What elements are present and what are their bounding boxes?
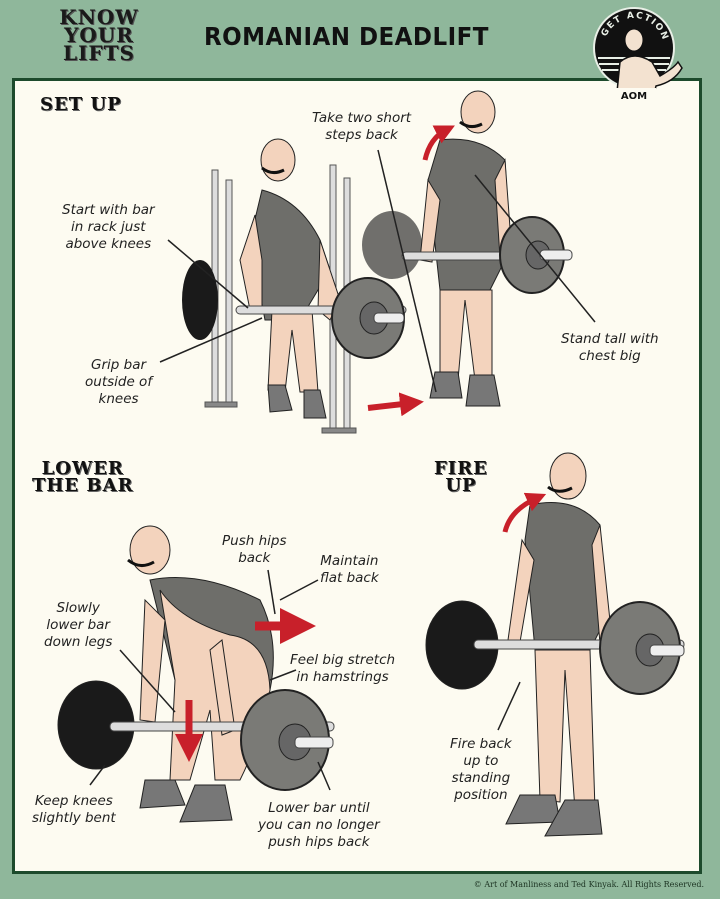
caption-keep-knees-bent: Keep knees slightly bent [32,793,116,827]
caption-line: lower bar [46,617,110,633]
caption-stand-tall: Stand tall with chest big [561,331,659,365]
caption-start-with-bar: Start with bar in rack just above knees [62,202,155,253]
header: KNOW YOUR LIFTS ROMANIAN DEADLIFT [0,0,720,78]
section-title-line: THE BAR [32,475,134,496]
caption-line: Push hips [222,533,287,549]
caption-line: in rack just [71,219,146,235]
caption-line: slightly bent [32,810,116,826]
caption-push-hips-back: Push hips back [222,533,287,567]
caption-line: Fire back [450,736,512,752]
section-title-line: SET UP [40,94,122,115]
logo-line: KNOW [59,5,139,29]
caption-fire-back-up: Fire back up to standing position [450,736,512,804]
know-your-lifts-logo: KNOW YOUR LIFTS [40,5,158,65]
caption-line: Take two short [312,110,412,126]
caption-line: knees [98,391,139,407]
caption-line: chest big [578,348,641,364]
section-title-line: UP [445,475,477,496]
caption-line: Maintain [320,553,379,569]
caption-line: you can no longer [258,817,380,833]
caption-feel-big-stretch: Feel big stretch in hamstrings [290,652,395,686]
section-title-line: LOWER [41,458,124,479]
caption-line: standing [451,770,511,786]
caption-line: Slowly [56,600,100,616]
caption-line: down legs [44,634,113,650]
caption-take-two-steps: Take two short steps back [312,110,411,144]
page-title: ROMANIAN DEADLIFT [204,22,489,51]
section-title-lower-the-bar: LOWER THE BAR [32,458,134,496]
caption-line: Feel big stretch [290,652,396,668]
caption-line: Grip bar [91,357,147,373]
caption-line: in hamstrings [296,669,389,685]
section-title-fire-up: FIRE UP [434,458,488,496]
caption-line: Keep knees [34,793,113,809]
caption-line: steps back [325,127,398,143]
caption-line: back [238,550,271,566]
caption-slowly-lower-bar: Slowly lower bar down legs [44,600,112,651]
logo-line: LIFTS [63,41,135,65]
caption-line: position [454,787,508,803]
copyright-notice: © Art of Manliness and Ted Kinyak. All R… [473,880,704,889]
caption-grip-bar: Grip bar outside of knees [85,357,152,408]
caption-line: push hips back [268,834,370,850]
caption-maintain-flat-back: Maintain flat back [320,553,379,587]
caption-line: flat back [320,570,379,586]
caption-line: above knees [65,236,152,252]
svg-text:AOM: AOM [621,91,647,102]
caption-lower-bar-until: Lower bar until you can no longer push h… [258,800,380,851]
caption-line: Stand tall with [561,331,659,347]
logo-line: YOUR [64,23,134,47]
section-title-line: FIRE [434,458,488,479]
caption-line: outside of [85,374,153,390]
caption-line: Lower bar until [268,800,370,816]
section-title-set-up: SET UP [40,94,122,115]
caption-line: up to [463,753,499,769]
aom-badge-icon: GET ACTION AOM [593,7,683,102]
caption-line: Start with bar [62,202,155,218]
